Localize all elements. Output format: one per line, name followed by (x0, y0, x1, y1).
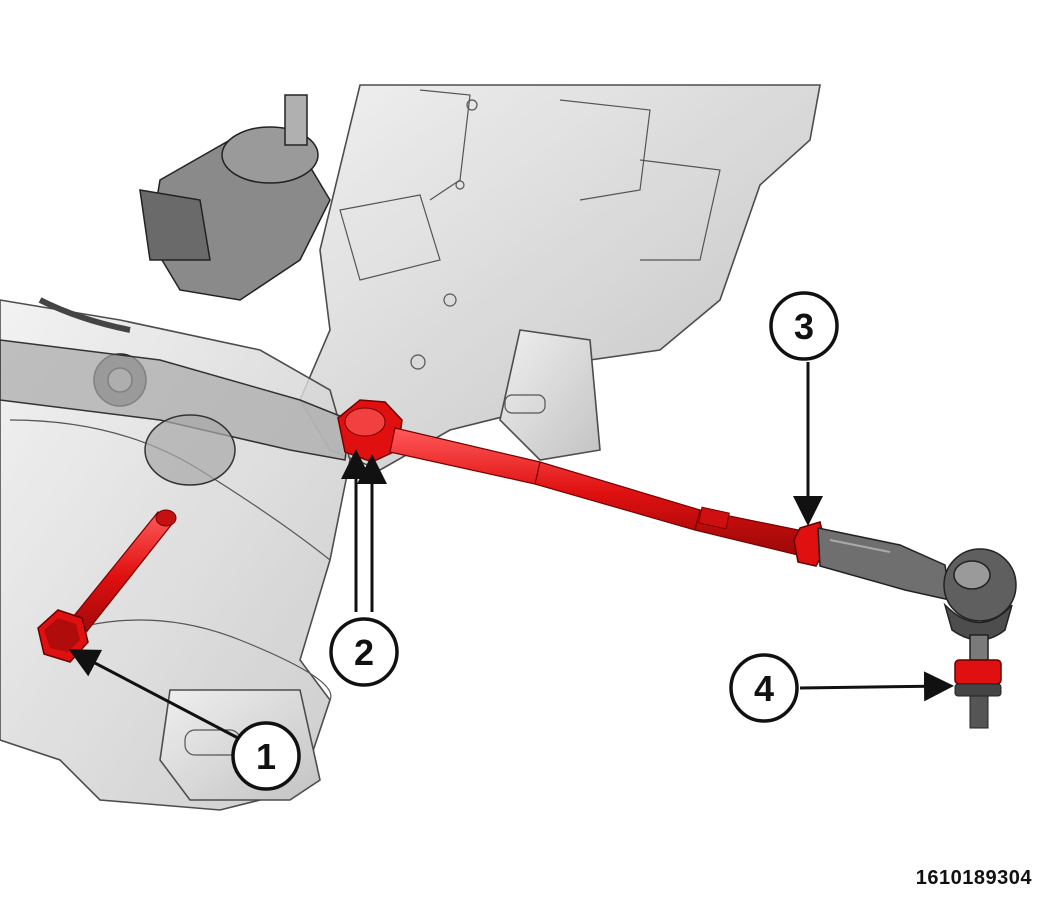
callout-4-circle (729, 653, 799, 723)
callout-4-leader (799, 671, 954, 702)
callout-2-label: 2 (354, 632, 374, 673)
outer-tie-rod-end (817, 527, 1017, 661)
callout-1-leader (68, 649, 239, 740)
callout-2: 2 (329, 617, 399, 687)
callout-4: 4 (729, 653, 799, 723)
steering-rack-housing (0, 339, 351, 486)
callout-3-circle (769, 291, 839, 361)
callout-3: 3 (769, 291, 839, 361)
callout-4-label: 4 (754, 668, 774, 709)
figure-id: 1610189304 (915, 867, 1032, 889)
callout-2-circle (329, 617, 399, 687)
inner-tie-rod-joint (337, 399, 403, 463)
outer-tie-rod-nut (954, 659, 1002, 729)
left-tie-rod-nut (37, 609, 89, 663)
callout-1: 1 (231, 721, 301, 791)
callout-1-circle (231, 721, 301, 791)
callout-arrows (68, 362, 954, 740)
callout-1-label: 1 (256, 736, 276, 777)
callout-3-label: 3 (794, 306, 814, 347)
